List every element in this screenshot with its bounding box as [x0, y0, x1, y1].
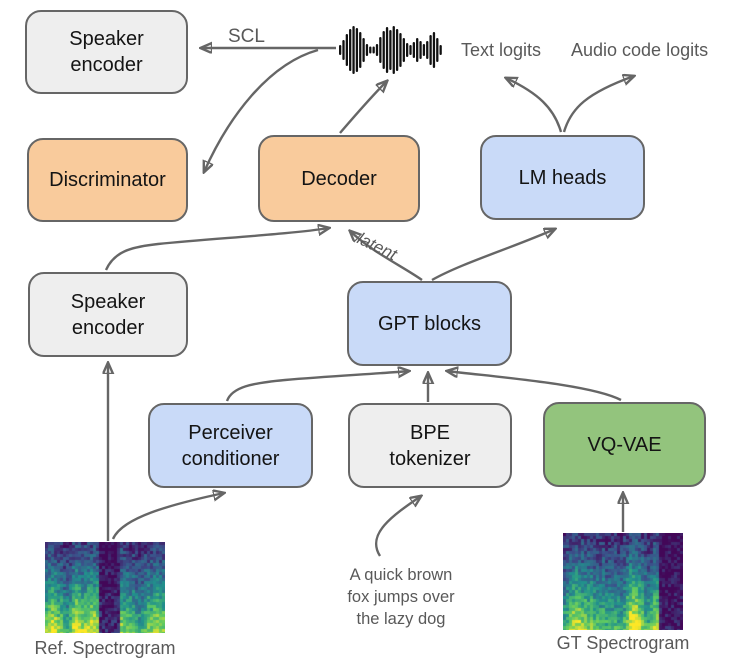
arrow-waveform-to-discriminator: [204, 48, 319, 172]
gt-spectrogram-label: GT Spectrogram: [556, 633, 690, 653]
text-logits-label: Text logits: [461, 40, 542, 60]
arrow-lm-heads-to-text-logits: [506, 78, 563, 133]
arrow-refspec-to-perceiver: [111, 493, 224, 540]
arrow-lm-heads-to-audio-code-logits: [562, 76, 634, 133]
node-vq-vae: VQ-VAE: [543, 402, 706, 487]
ref-spectrogram-label: Ref. Spectrogram: [34, 638, 176, 658]
node-bpe-tokenizer: BPE tokenizer: [348, 403, 512, 488]
arrow-decoder-to-waveform: [339, 81, 387, 134]
node-perceiver-conditioner: Perceiver conditioner: [148, 403, 313, 488]
arrow-speaker-encoder-to-decoder: [104, 228, 329, 271]
ref-spectrogram-image: [45, 542, 165, 633]
audio-code-logits-label: Audio code logits: [571, 40, 709, 60]
gt-spectrogram-image: [563, 533, 683, 630]
arrow-gpt-to-lm-heads: [431, 229, 555, 282]
node-discriminator: Discriminator: [27, 138, 188, 222]
node-decoder: Decoder: [258, 135, 420, 222]
arrow-perceiver-to-gpt: [225, 371, 409, 402]
scl-label: SCL: [228, 26, 265, 47]
waveform-icon: [339, 26, 442, 74]
node-lm-heads: LM heads: [480, 135, 645, 220]
arrow-vqvae-to-gpt: [447, 371, 622, 402]
node-gpt-blocks: GPT blocks: [347, 281, 512, 366]
arrow-text-to-bpe: [374, 496, 421, 557]
node-speaker-encoder-top: Speaker encoder: [25, 10, 188, 94]
arrow-gpt-to-decoder-latent: [350, 231, 423, 281]
node-speaker-encoder-mid: Speaker encoder: [28, 272, 188, 357]
input-text: A quick brown fox jumps over the lazy do…: [347, 566, 455, 628]
